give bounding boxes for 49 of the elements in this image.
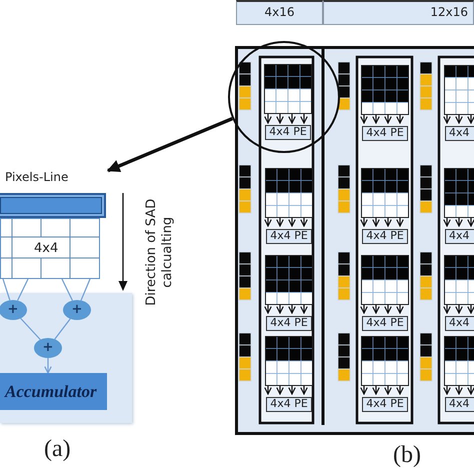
arrow (264, 112, 272, 124)
panel-caption: (a) (44, 436, 71, 462)
header-cell: 12x16 (323, 0, 474, 25)
pixel-array (444, 168, 474, 218)
pe-label-box: 4x4 (445, 229, 474, 244)
accumulator-box: Accumulator (0, 373, 107, 410)
header-cell: 4x16 (236, 0, 323, 25)
pe-label-box: 4x4 PE (266, 316, 312, 331)
adder-panel (0, 293, 132, 423)
pe-label-box: 4x4 (445, 397, 474, 412)
connector-line (54, 318, 71, 340)
connector-line (17, 278, 29, 301)
pe-label-box: 4x4 PE (265, 125, 311, 140)
pe-label-box: 4x4 PE (266, 397, 312, 412)
pixel-array (444, 65, 474, 115)
adder-ellipse: + (0, 300, 27, 320)
pe-label-box: 4x4 PE (362, 316, 408, 331)
grid-label: 4x4 (34, 241, 58, 256)
pixel-array (264, 64, 312, 114)
pe-label-box: 4x4 PE (362, 229, 408, 244)
direction-label: Direction of SAD calcualting (144, 198, 176, 308)
pixel-array (361, 255, 409, 305)
arrow (300, 112, 308, 124)
connector-line (20, 318, 41, 340)
pixel-array (361, 65, 409, 115)
arrow (44, 358, 52, 374)
pixel-array (265, 168, 313, 218)
pixel-grid (0, 218, 100, 279)
pixel-array (361, 168, 409, 218)
pixel-array (265, 255, 313, 305)
pixel-array (444, 336, 474, 386)
connector-line (80, 278, 91, 301)
pe-label-box: 4x4 PE (362, 126, 408, 141)
pixel-array (361, 336, 409, 386)
pe-label-box: 4x4 PE (266, 229, 312, 244)
pe-label-box: 4x4 (445, 126, 474, 141)
pixel-array (265, 336, 313, 386)
adder-ellipse: + (34, 338, 62, 358)
connector-line (61, 278, 73, 301)
arrow (106, 116, 234, 172)
pe-label-box: 4x4 (445, 316, 474, 331)
connector-line (2, 278, 10, 300)
arrow (276, 112, 284, 124)
adder-ellipse: + (63, 300, 91, 320)
pixel-array (444, 255, 474, 305)
bar-heading: Pixels-Line (5, 170, 68, 184)
arrow (288, 112, 296, 124)
panel-caption: (b) (393, 442, 421, 468)
pe-label-box: 4x4 PE (362, 397, 408, 412)
